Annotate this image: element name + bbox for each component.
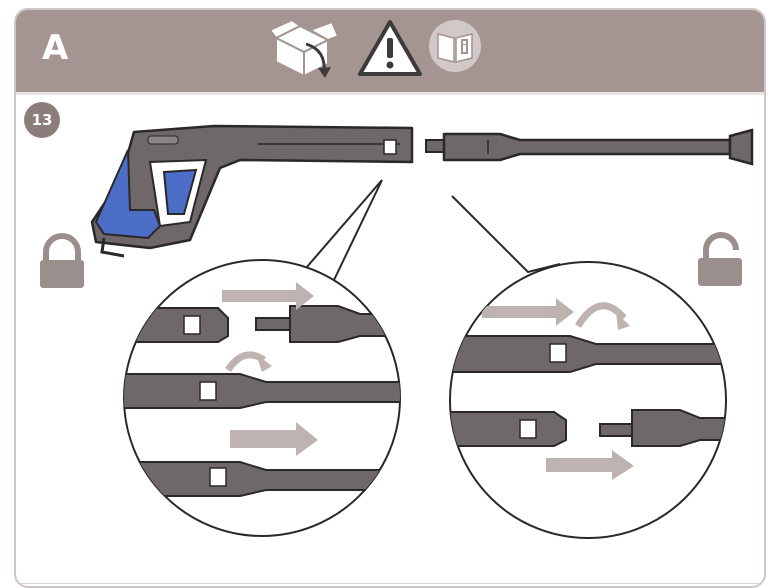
trigger-gun — [90, 124, 414, 258]
locked-padlock-icon — [40, 233, 84, 288]
unlock-detail-circle — [449, 195, 727, 539]
manual-info-icon — [429, 20, 481, 72]
header-divider — [16, 92, 764, 95]
warning-triangle-icon — [358, 20, 422, 76]
bottom-rule — [16, 583, 764, 584]
unpack-box-icon — [268, 18, 340, 78]
section-letter: A — [42, 28, 69, 68]
extension-lance — [425, 128, 754, 166]
step-number-badge: 13 — [24, 102, 60, 138]
lock-detail-circle — [123, 179, 401, 537]
unlocked-padlock-icon — [698, 232, 742, 286]
